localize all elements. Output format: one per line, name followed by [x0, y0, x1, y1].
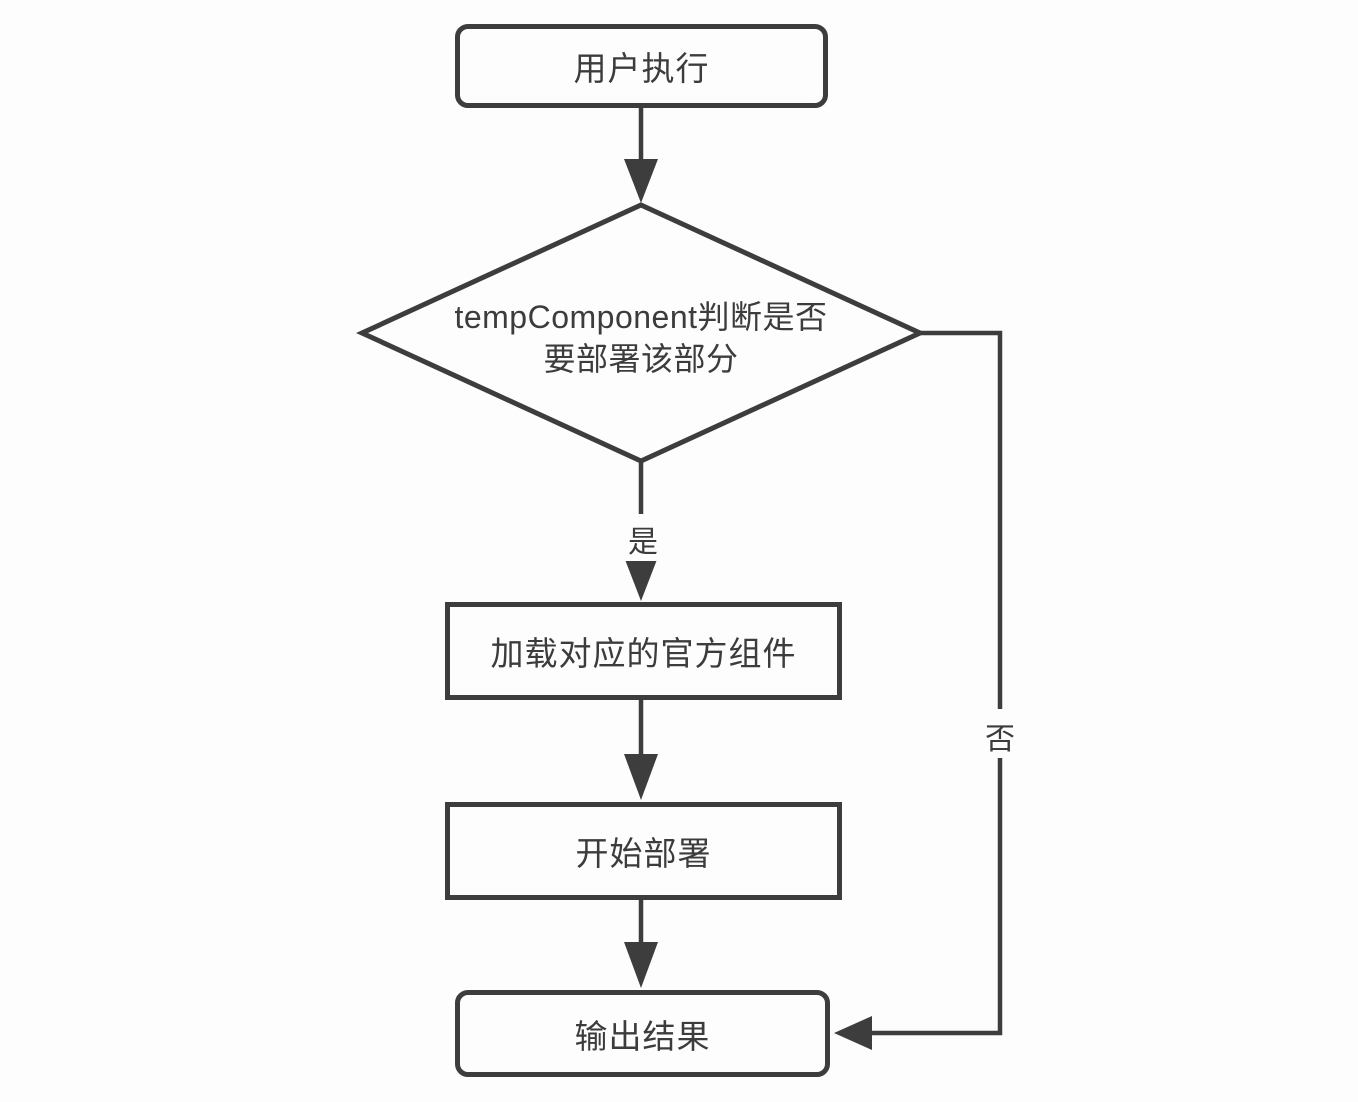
arrowhead-down-decision-to-load	[624, 557, 658, 601]
edge-no-branch-upper	[920, 330, 1003, 709]
edge-no-branch-lower	[870, 758, 1003, 1036]
edge-label-yes: 是	[618, 517, 668, 561]
node-output: 输出结果	[455, 990, 830, 1077]
node-load-label: 加载对应的官方组件	[490, 635, 797, 672]
node-deploy: 开始部署	[445, 802, 842, 900]
node-load: 加载对应的官方组件	[445, 602, 842, 700]
arrowhead-left-no-to-output	[834, 1016, 872, 1050]
node-start: 用户执行	[455, 24, 828, 108]
edge-label-no: 否	[975, 714, 1025, 758]
node-decision-label: tempComponent判断是否 要部署该部分	[454, 299, 828, 378]
node-deploy-label: 开始部署	[575, 835, 712, 872]
arrowhead-down-load-to-deploy	[624, 754, 658, 800]
node-start-label: 用户执行	[573, 50, 710, 87]
arrowhead-down-start-to-decision	[624, 159, 658, 203]
arrowhead-down-deploy-to-output	[624, 942, 658, 988]
node-output-label: 输出结果	[574, 1017, 711, 1055]
